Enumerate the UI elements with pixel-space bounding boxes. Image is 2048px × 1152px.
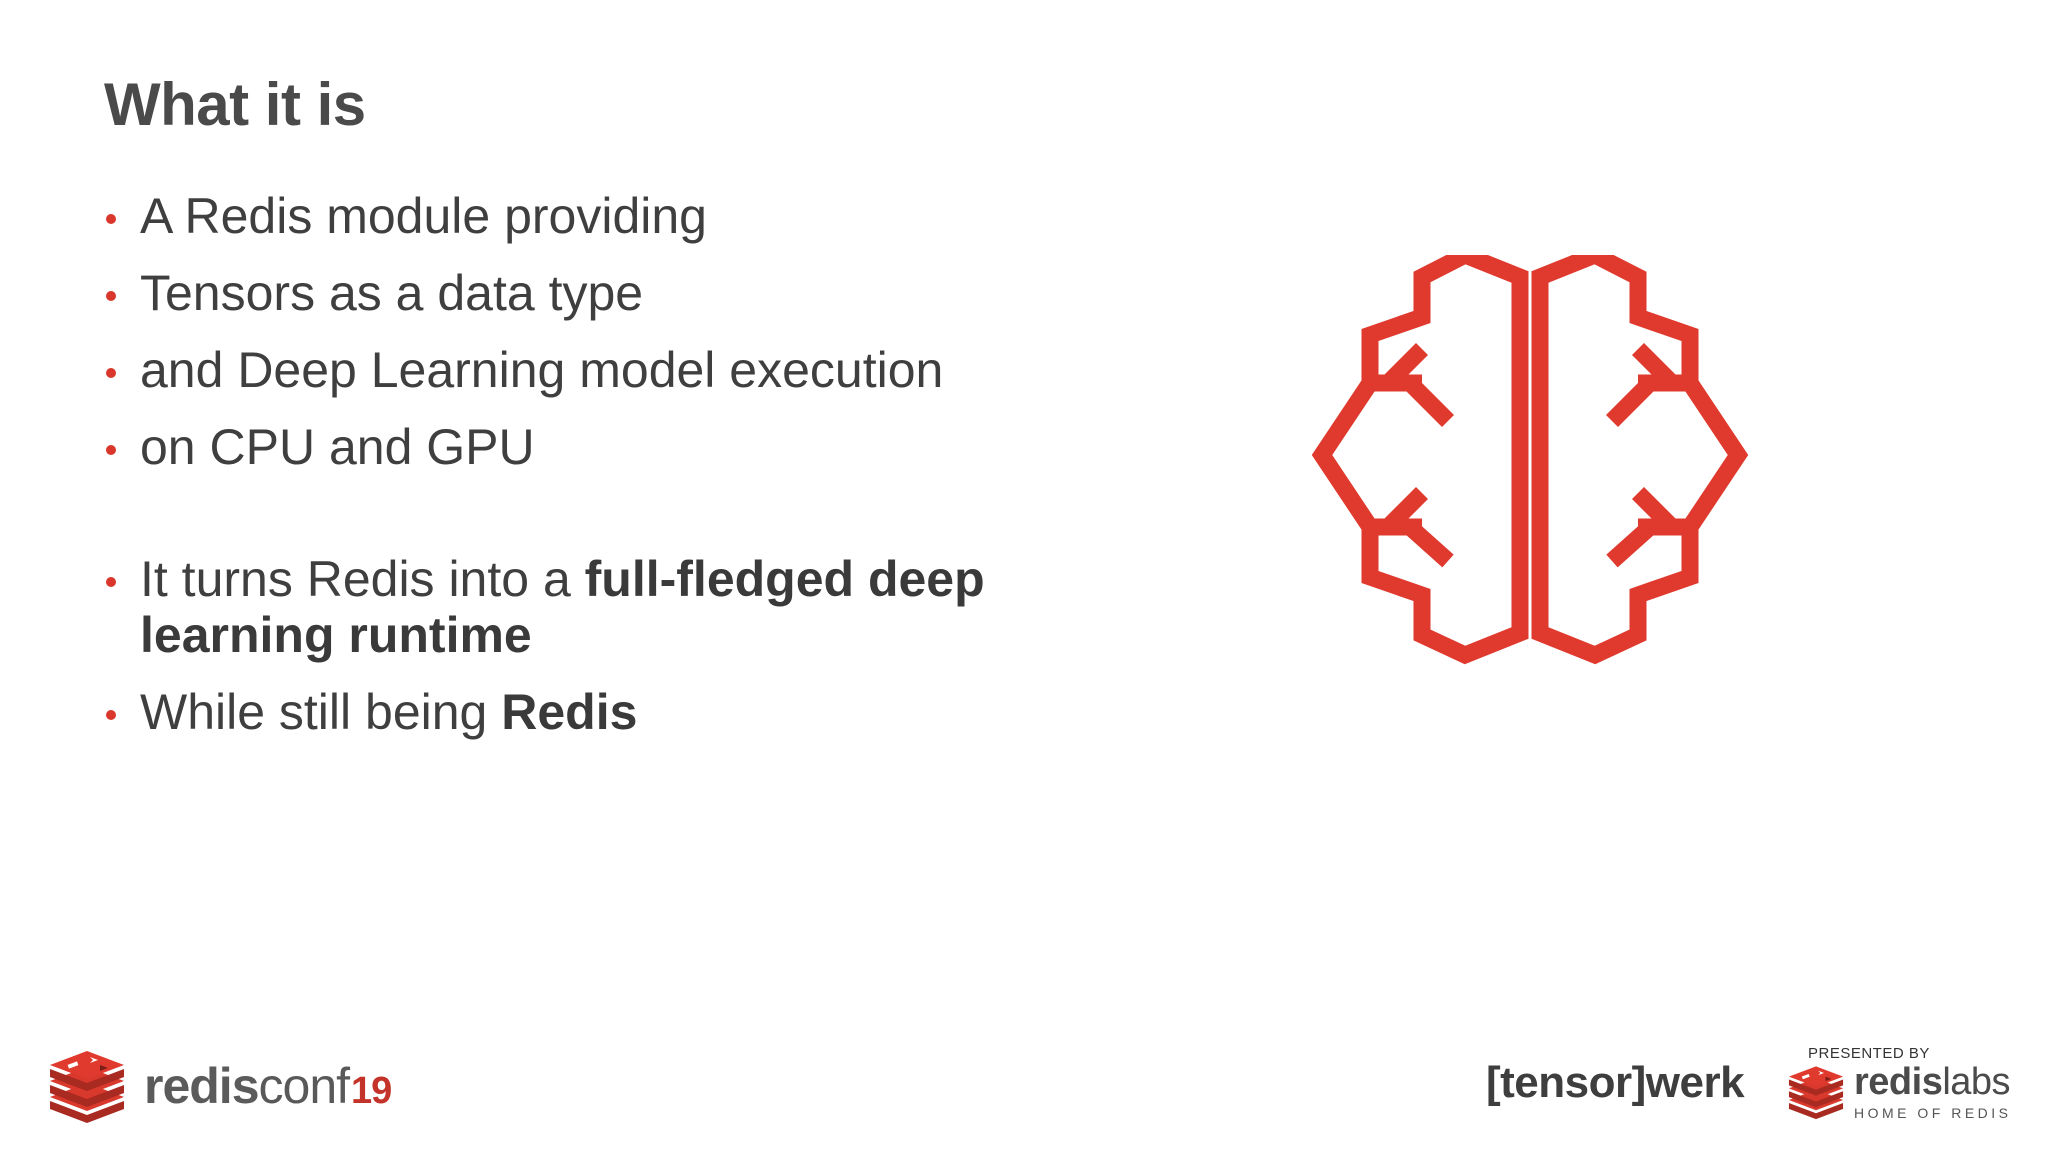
bullet-item: It turns Redis into a full-fledged deep …	[104, 551, 1104, 663]
redislabs-tagline: HOME OF REDIS	[1854, 1105, 2012, 1121]
bullet-text: Tensors as a data type	[140, 265, 644, 321]
redis-cube-icon	[1788, 1066, 1844, 1120]
redislabs-logo: redislabs HOME OF REDIS	[1786, 1063, 2012, 1121]
presented-by-label: PRESENTED BY	[1808, 1045, 1930, 1062]
redisconf-word-light: conf	[258, 1058, 351, 1114]
bullet-item: A Redis module providing	[104, 188, 1104, 244]
redisconf-year: 19	[351, 1070, 392, 1112]
slide-title: What it is	[104, 71, 366, 138]
redisconf-wordmark: redisconf19	[144, 1057, 392, 1115]
redisconf-word-bold: redis	[144, 1058, 260, 1114]
bullet-item: on CPU and GPU	[104, 419, 1104, 475]
redislabs-word: redislabs	[1854, 1063, 2012, 1101]
bullet-item: While still being Redis	[104, 684, 1104, 740]
redislabs-word-light: labs	[1942, 1061, 2011, 1103]
bullet-text: It turns Redis into a	[140, 551, 585, 607]
bullet-emphasis: Redis	[501, 684, 638, 740]
bullet-item: and Deep Learning model execution	[104, 342, 1104, 398]
bullet-item: Tensors as a data type	[104, 265, 1104, 321]
redisconf-logo: redisconf19	[46, 1050, 392, 1123]
bullet-text: on CPU and GPU	[140, 419, 535, 475]
tensorwerk-logo: [tensor]werk	[1486, 1058, 1745, 1107]
bullet-list: A Redis module providing Tensors as a da…	[104, 188, 1104, 761]
bullet-text: A Redis module providing	[140, 188, 707, 244]
brain-icon	[1311, 255, 1749, 665]
redislabs-word-bold: redis	[1854, 1061, 1943, 1103]
bullet-emphasis: full-fledged deep learning runtime	[140, 551, 985, 663]
redis-cube-icon	[50, 1051, 124, 1123]
bullet-text: and Deep Learning model execution	[140, 342, 944, 398]
redislabs-wordmark: redislabs HOME OF REDIS	[1854, 1063, 2012, 1121]
bullet-text: While still being	[140, 684, 502, 740]
